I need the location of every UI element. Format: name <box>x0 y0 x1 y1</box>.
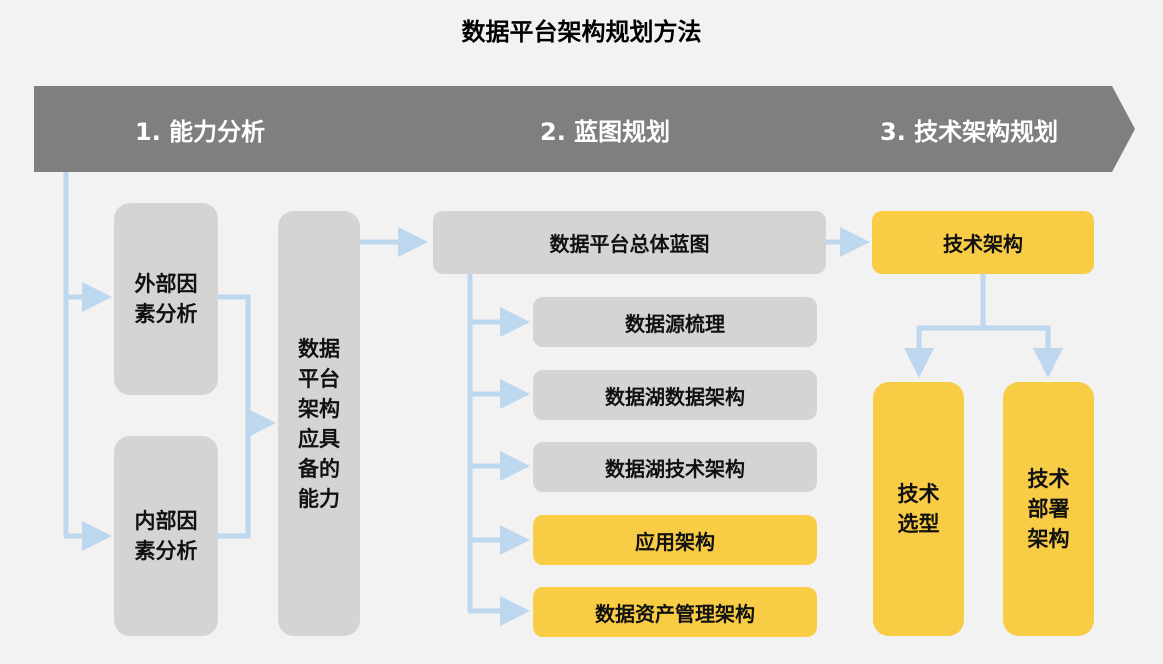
tech-selection-label: 技术选型 <box>897 482 940 536</box>
blueprint-item-label: 数据资产管理架构 <box>595 601 755 626</box>
capability-box: 数据平台架构应具备的能力 <box>278 211 360 636</box>
overall-blueprint-box: 数据平台总体蓝图 <box>433 211 826 274</box>
capability-label: 数据平台架构应具备的能力 <box>298 336 340 511</box>
page-title: 数据平台架构规划方法 <box>461 18 702 46</box>
external-factors-box: 外部因素分析 <box>114 203 218 395</box>
external-factors-label: 外部因素分析 <box>134 272 198 326</box>
blueprint-item-application: 应用架构 <box>533 515 817 565</box>
blueprint-item-label: 数据湖技术架构 <box>605 456 745 481</box>
blueprint-item-label: 数据湖数据架构 <box>605 384 745 409</box>
internal-factors-box: 内部因素分析 <box>114 436 218 636</box>
tech-deployment-box: 技术部署架构 <box>1003 382 1094 636</box>
blueprint-item-data-lake-data: 数据湖数据架构 <box>533 370 817 420</box>
tech-deployment-label: 技术部署架构 <box>1027 467 1070 551</box>
blueprint-item-label: 应用架构 <box>635 529 715 554</box>
tech-selection-box: 技术选型 <box>873 382 964 636</box>
stage-capability-analysis: 1. 能力分析 <box>135 118 266 146</box>
blueprint-item-data-lake-tech: 数据湖技术架构 <box>533 442 817 492</box>
internal-factors-label: 内部因素分析 <box>134 509 198 563</box>
stage-tech-architecture-planning: 3. 技术架构规划 <box>880 118 1059 146</box>
blueprint-item-data-source: 数据源梳理 <box>533 297 817 347</box>
tech-architecture-label: 技术架构 <box>943 232 1023 256</box>
blueprint-item-label: 数据源梳理 <box>625 311 725 336</box>
stage-blueprint-planning: 2. 蓝图规划 <box>540 118 671 146</box>
blueprint-item-data-asset: 数据资产管理架构 <box>533 587 817 637</box>
overall-blueprint-label: 数据平台总体蓝图 <box>549 232 710 256</box>
tech-architecture-box: 技术架构 <box>872 211 1094 274</box>
